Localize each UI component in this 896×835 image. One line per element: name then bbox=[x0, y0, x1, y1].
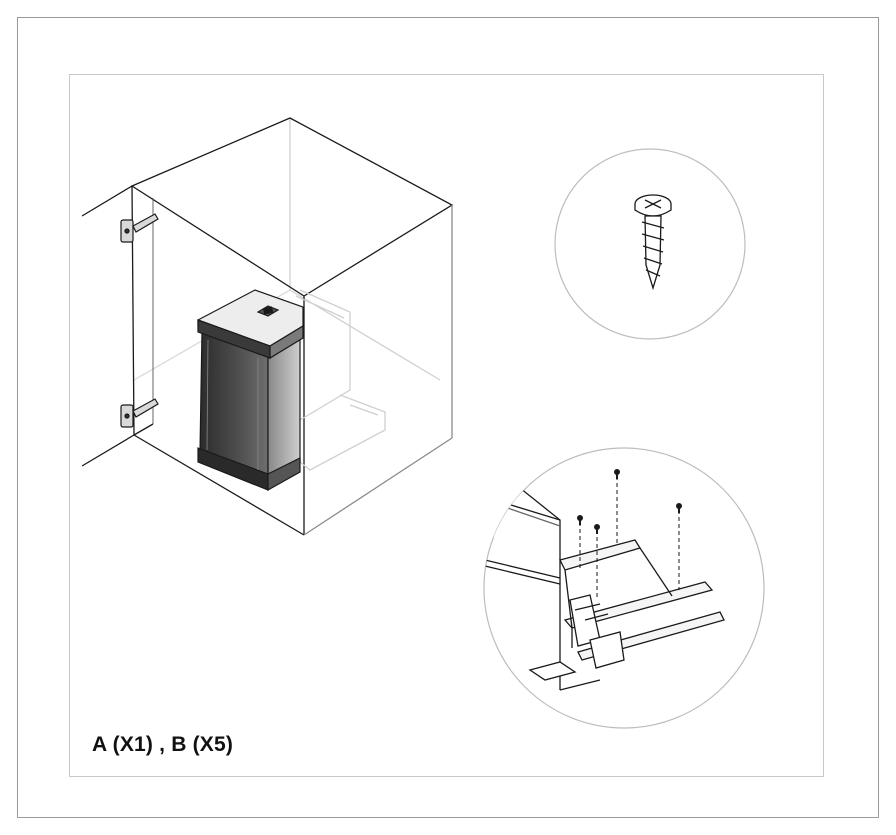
instruction-panel bbox=[69, 74, 824, 777]
hinge-top bbox=[120, 213, 159, 243]
hinge-bottom bbox=[120, 398, 159, 428]
waste-bin bbox=[197, 289, 304, 492]
screw-icon bbox=[634, 194, 672, 291]
parts-caption: A (X1) , B (X5) bbox=[92, 733, 234, 756]
rear-bin-outline bbox=[295, 289, 386, 471]
screw-detail-circle bbox=[554, 148, 746, 340]
rail-detail-circle bbox=[483, 447, 765, 729]
outer-frame bbox=[17, 17, 879, 818]
